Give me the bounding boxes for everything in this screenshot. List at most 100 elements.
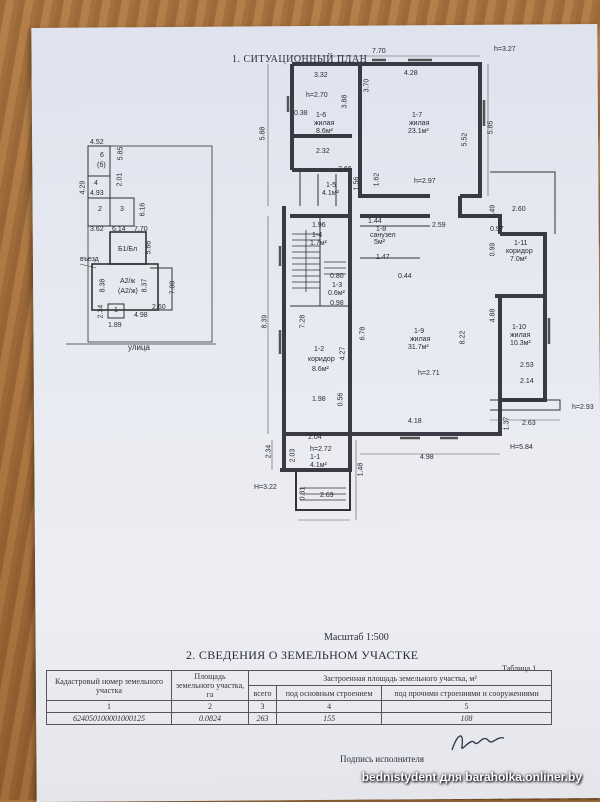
site-label-4: 4 [94, 180, 98, 187]
site-label-a2-paren: (А2/ж) [118, 288, 138, 295]
room-area: 10.3м² [510, 340, 531, 347]
room-area: 1.7м² [310, 240, 327, 247]
dim-label: 4.27 [339, 346, 347, 361]
site-dim: 5.86 [145, 240, 153, 255]
dim-label: 1.48 [357, 462, 365, 477]
table-header-total: всего [247, 685, 278, 701]
dim-label: 4.28 [404, 70, 418, 77]
dim-label: 0.31 [299, 486, 307, 501]
table-title: Таблица 1 [502, 664, 537, 673]
site-dim: 8.38 [99, 278, 107, 293]
site-label-a2: А2/ж [120, 278, 136, 285]
site-dim: 1.89 [108, 322, 122, 329]
room-code: 1-9 [414, 328, 425, 335]
plan-heading: 1. СИТУАЦИОННЫЙ ПЛАН [232, 54, 368, 65]
site-dim: 2.60 [152, 304, 166, 311]
dim-label: 0.99 [489, 242, 497, 257]
dim-label: 0.44 [398, 273, 412, 280]
dim-label: 4.18 [408, 418, 422, 425]
room-area: 8.6м² [316, 128, 333, 135]
site-dim: 2.34 [97, 304, 105, 319]
dim-label: 2.14 [520, 378, 534, 385]
watermark-text: bednistydent для baraholka.onliner.by [361, 770, 582, 784]
table-col-num: 3 [247, 700, 278, 713]
room-code: 1-11 [514, 240, 528, 247]
room-name: жилая [314, 120, 335, 127]
room-code: 1-2 [314, 346, 325, 353]
room-code: 1-3 [332, 282, 343, 289]
room-code: 1-5 [326, 182, 337, 189]
site-label-2: 2 [98, 206, 102, 213]
dim-label: 4.88 [489, 308, 497, 323]
site-street-label: улица [128, 343, 150, 352]
site-dim: 6.14 [112, 226, 126, 233]
dim-label: 8.39 [261, 314, 269, 329]
room-code: 1-8 [376, 226, 387, 233]
dim-label: 3.70 [363, 78, 371, 93]
table-col-num: 5 [381, 700, 552, 713]
site-dim: 8.37 [141, 278, 149, 293]
dim-label: 8.22 [459, 330, 467, 345]
table-header-area: Площадь земельного участка, га [171, 670, 249, 701]
dim-label: 1.56 [353, 176, 361, 191]
dim-label: 1.62 [373, 172, 381, 187]
room-area: 0.6м² [328, 290, 345, 297]
dim-label: 2.60 [512, 206, 526, 213]
height-mark: h=2.71 [418, 370, 440, 377]
site-dim: 4.29 [79, 180, 87, 195]
dim-label: 7.28 [299, 314, 307, 329]
site-dim: 2.01 [116, 172, 124, 187]
dim-label: 5.52 [461, 132, 469, 147]
dim-label: 1.37 [503, 416, 511, 431]
dim-label: 7.70 [372, 48, 386, 55]
table-col-num: 2 [171, 700, 249, 713]
room-area: 8.6м² [312, 366, 329, 373]
site-label-3: 3 [120, 206, 124, 213]
section2-heading: 2. СВЕДЕНИЯ О ЗЕМЕЛЬНОМ УЧАСТКЕ [186, 648, 419, 662]
room-area: 4.1м² [310, 462, 327, 469]
table-cell-main: 155 [276, 712, 383, 725]
room-area: 4.1м² [322, 190, 339, 197]
table-cell-other: 108 [381, 712, 552, 725]
site-label-6: 6 [100, 152, 104, 159]
dim-label: 0.56 [337, 392, 345, 407]
table-header-built-area: Застроенная площадь земельного участка, … [248, 670, 552, 686]
site-label-b1: Б1/Бл [118, 246, 138, 253]
dim-label: 2.34 [265, 444, 273, 459]
height-mark: h=2.97 [414, 178, 436, 185]
site-entry-label: въезд [80, 256, 99, 263]
room-code: 1-6 [316, 112, 327, 119]
dim-label: 4.98 [420, 454, 434, 461]
room-name: жилая [410, 336, 431, 343]
table-col-num: 4 [276, 700, 383, 713]
room-code: 1-7 [412, 112, 423, 119]
table-col-num: 1 [46, 700, 172, 713]
room-name: коридор [308, 356, 335, 363]
room-area: 31.7м² [408, 344, 429, 351]
table-header-other: под прочими строениями и сооружениями [381, 685, 552, 701]
room-name: санузел [370, 232, 396, 239]
handwritten-signature [451, 735, 505, 751]
dim-label: 1.96 [312, 222, 326, 229]
height-mark: h=3.27 [494, 46, 516, 53]
table-cell-total: 263 [247, 712, 278, 725]
site-label-493: 4.93 [90, 190, 104, 197]
dim-label: 0.98 [330, 300, 344, 307]
site-label-b: (б) [97, 162, 106, 169]
room-name: жилая [510, 332, 531, 339]
dim-label: 2.66 [338, 166, 352, 173]
table-cell-cadastral: 624050100001000125 [46, 712, 172, 725]
site-dim: 5.85 [117, 146, 125, 161]
table-row: 624050100001000125 0.0824 263 155 108 [46, 712, 552, 725]
room-code: 1-10 [512, 324, 527, 331]
height-mark: h=2.70 [306, 92, 328, 99]
dim-label: 3.32 [314, 72, 328, 79]
room-code: 1-4 [312, 232, 323, 239]
dim-label: 1.49 [489, 204, 497, 219]
dim-label: 5.85 [487, 120, 495, 135]
dim-label: 6.78 [359, 326, 367, 341]
room-name: жилая [409, 120, 430, 127]
room-name: коридор [506, 248, 533, 255]
dim-label: 3.88 [341, 94, 349, 109]
table-row: 1 2 3 4 5 [46, 700, 552, 713]
